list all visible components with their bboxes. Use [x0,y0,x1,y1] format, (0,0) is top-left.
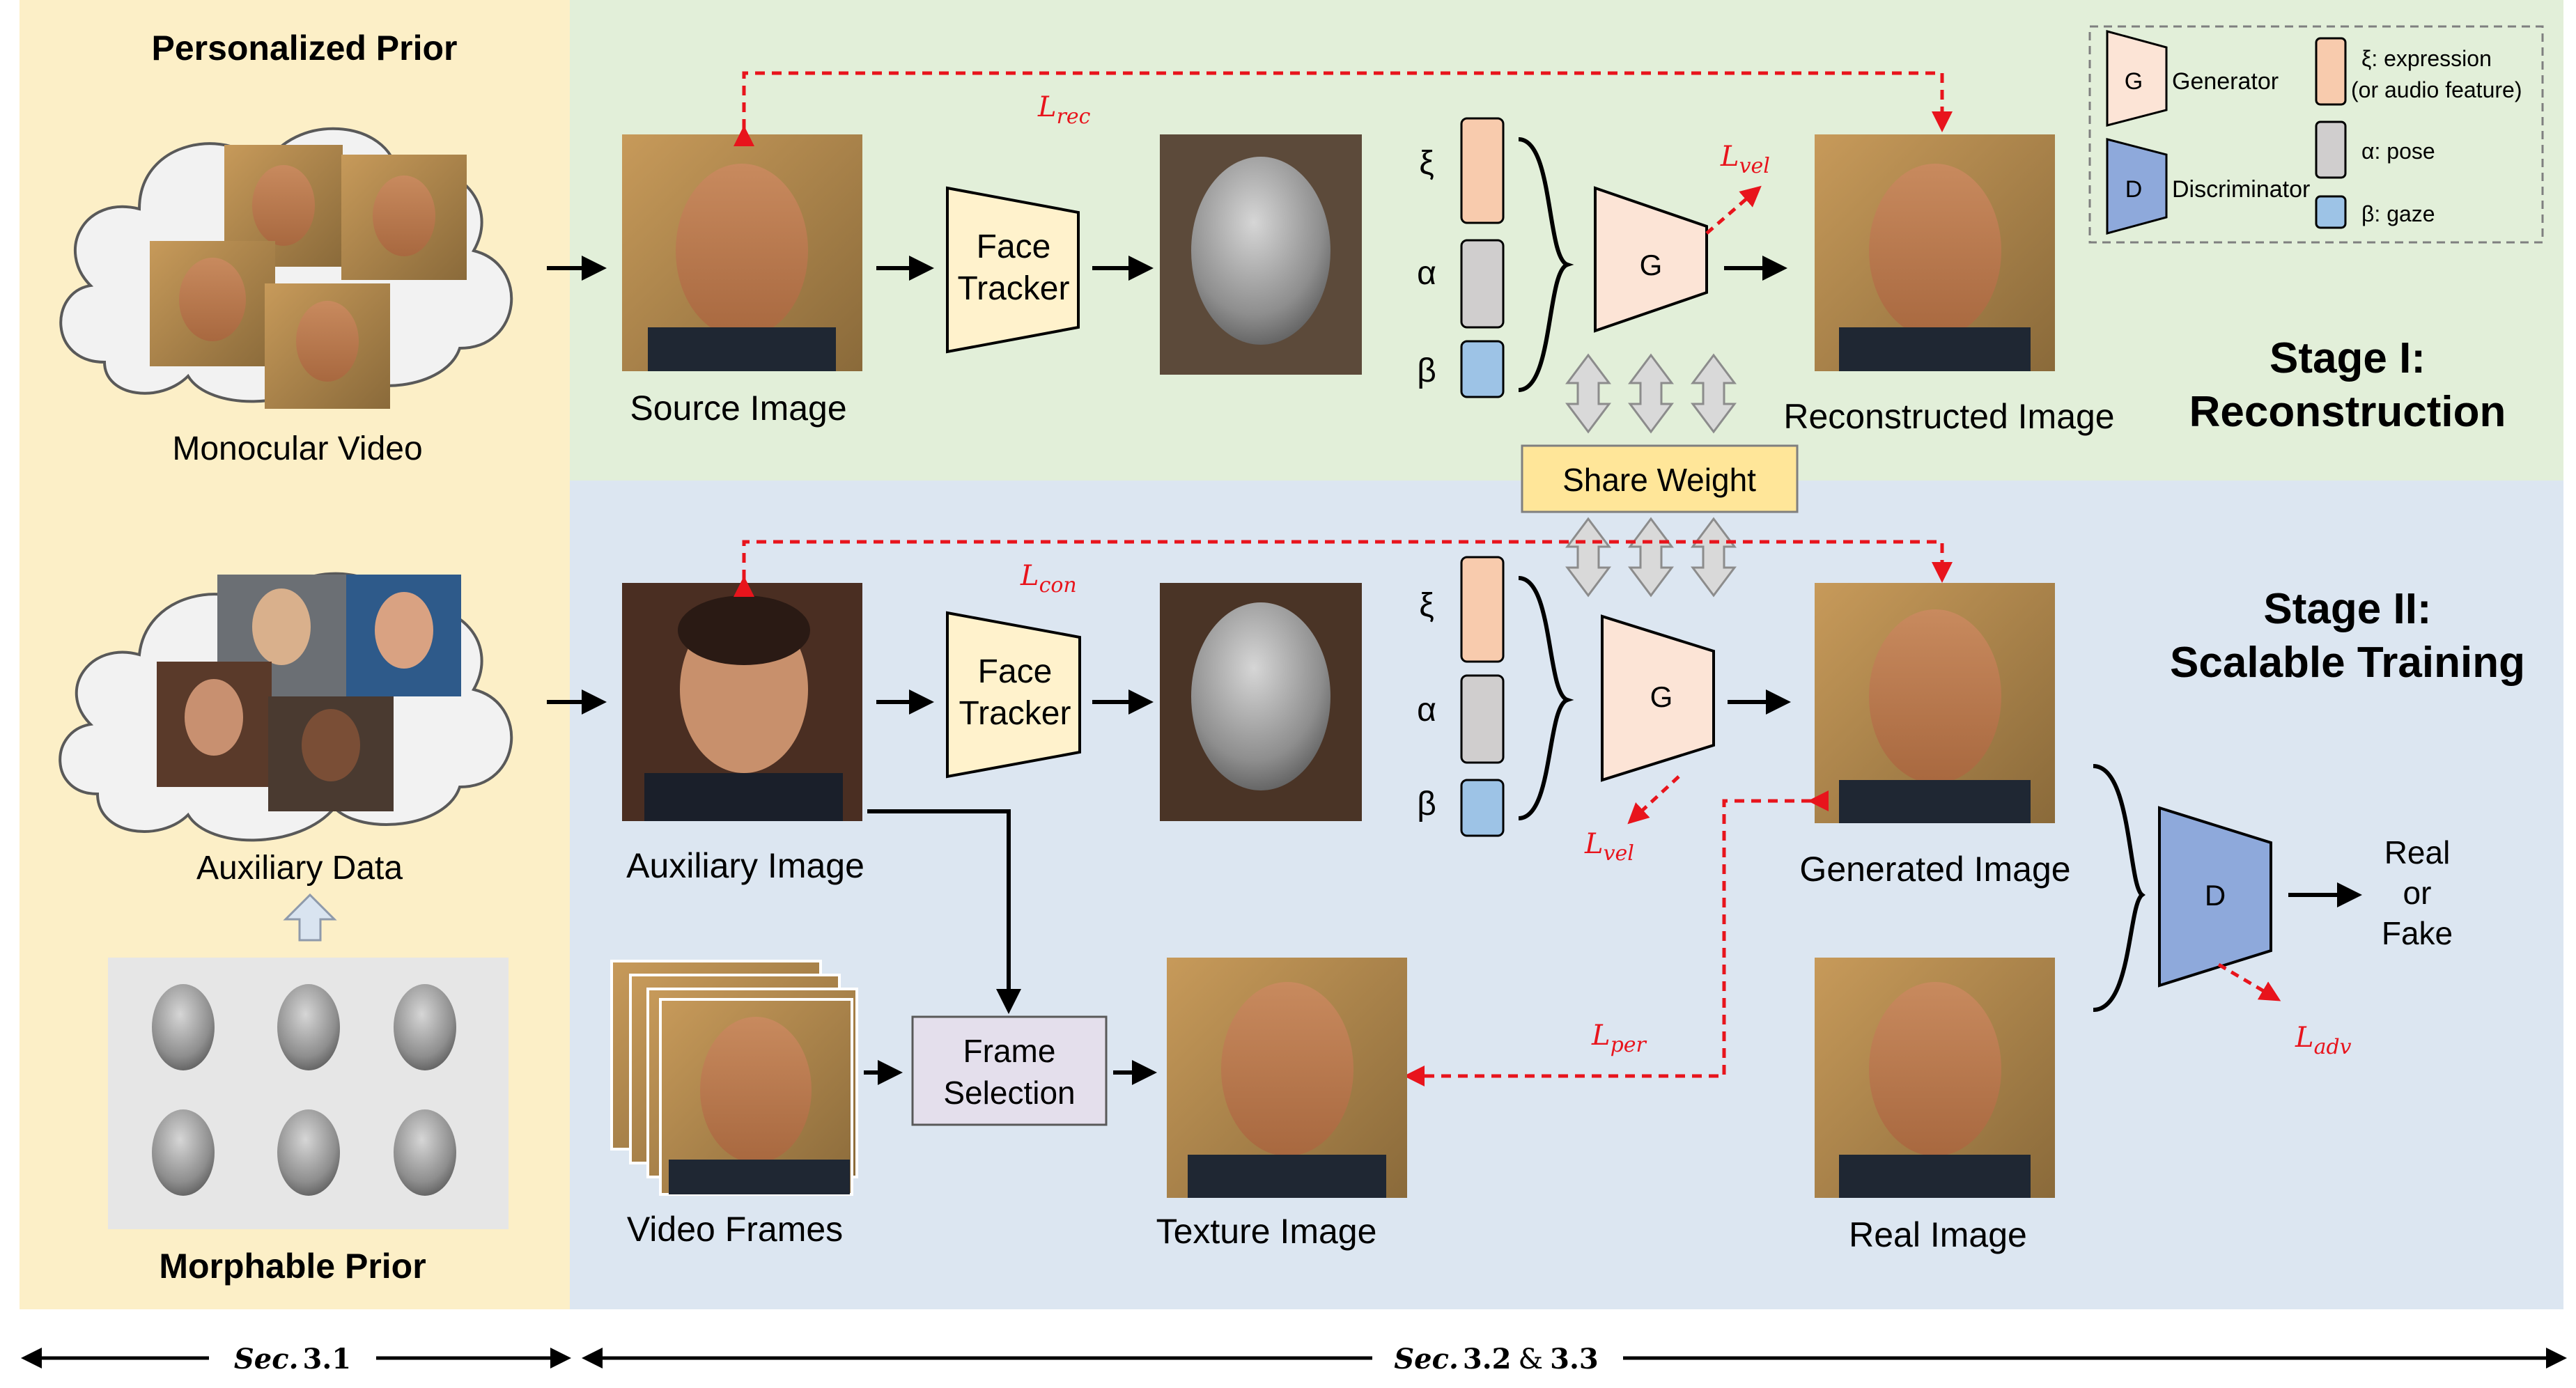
pose-legend-icon [2315,120,2347,179]
reconstructed-image-label: Reconstructed Image [1783,397,2114,436]
expression-legend-icon [2315,37,2347,106]
con-loss-path [734,540,1953,597]
per-loss-path [1404,790,1829,1086]
section-3-1-label: Sec.3.1 [234,1343,351,1375]
expression-param [1460,117,1505,224]
beta-symbol: β [1417,786,1436,822]
xi-symbol: ξ [1419,145,1434,182]
video-frames-stack [610,960,858,1196]
generator-2-label: G [1650,680,1673,713]
discriminator-label: D [2205,879,2226,912]
stage1-title: Reconstruction [2189,388,2506,436]
expression-legend-label: (or audio feature) [2351,77,2522,102]
gaze-legend-label: β: gaze [2361,201,2435,226]
generator-2 [1601,614,1715,782]
up-arrow-icon [283,893,337,942]
texture-image-label: Texture Image [1156,1212,1377,1251]
auxiliary-data-label: Auxiliary Data [196,850,403,887]
gaze-param [1460,340,1505,398]
discriminator-legend-label: Discriminator [2172,176,2310,203]
expression-param [1460,556,1505,663]
share-weight-box [1521,444,1799,513]
face-tracker-2 [946,611,1081,779]
share-weight-label: Share Weight [1562,462,1756,498]
generator-1-label: G [1640,249,1663,281]
rec-loss-label: Lrec [1037,91,1091,129]
auxiliary-image-label: Auxiliary Image [626,846,864,885]
face-tracker-1-label: Tracker [958,270,1070,307]
adv-loss-path [2217,962,2281,1001]
beta-symbol: β [1417,352,1436,389]
rec-loss-path [734,71,1953,146]
real-or-fake-label: or [2403,875,2432,911]
stage2-title: Scalable Training [2170,639,2525,687]
generator-legend-symbol: G [2125,68,2143,95]
face-tracker-1-label: Face [977,228,1051,265]
vel-loss-path [1705,185,1762,235]
face-tracker-1 [946,186,1080,354]
pose-param [1460,674,1505,764]
monocular-video-label: Monocular Video [172,430,422,467]
legend-box [2088,25,2544,244]
adv-loss-label: Ladv [2295,1022,2352,1059]
vel-loss-label: Lvel [1720,141,1770,178]
real-or-fake-label: Fake [2382,915,2453,951]
section-3-2-3-3-label: Sec.3.2&3.3 [1394,1343,1598,1375]
discriminator-legend-icon [2106,138,2168,235]
generator-1 [1594,186,1708,333]
source-image-label: Source Image [630,389,846,428]
brace [1518,137,1574,392]
discriminator [2158,806,2272,988]
frame-selection-label: Frame [963,1033,1056,1069]
frame-selection-label: Selection [943,1075,1075,1111]
monocular-video-thumbnails [150,145,467,409]
gaze-param [1460,779,1505,837]
auxiliary-data-thumbnails [157,575,461,811]
real-or-fake-label: Real [2384,834,2451,871]
face-tracker-2-label: Face [978,653,1053,690]
pose-legend-label: α: pose [2361,139,2435,164]
generated-image-label: Generated Image [1799,850,2070,889]
morphable-prior-title: Morphable Prior [159,1247,426,1286]
stage2-title: Stage II: [2263,585,2431,633]
stage1-bg [570,0,2563,481]
3d-face-mesh-icon [152,984,456,1196]
generator-legend-icon [2106,30,2168,127]
brace [2093,764,2146,1012]
expression-legend-label: ξ: expression [2361,46,2492,71]
con-loss-label: Lcon [1020,560,1077,598]
arrow [867,809,1021,1014]
discriminator-legend-symbol: D [2125,176,2143,203]
face-tracker-2-label: Tracker [959,695,1071,732]
generator-legend-label: Generator [2172,68,2279,95]
stage1-title: Stage I: [2269,334,2426,382]
personalized-prior-title: Personalized Prior [151,29,457,68]
per-loss-label: Lper [1591,1020,1647,1057]
alpha-symbol: α [1417,692,1436,728]
frame-selection-box [911,1015,1108,1126]
alpha-symbol: α [1417,255,1436,292]
xi-symbol: ξ [1419,587,1434,624]
pose-param [1460,239,1505,329]
real-image-label: Real Image [1849,1215,2027,1254]
video-frames-label: Video Frames [627,1210,843,1249]
gaze-legend-icon [2315,195,2347,229]
